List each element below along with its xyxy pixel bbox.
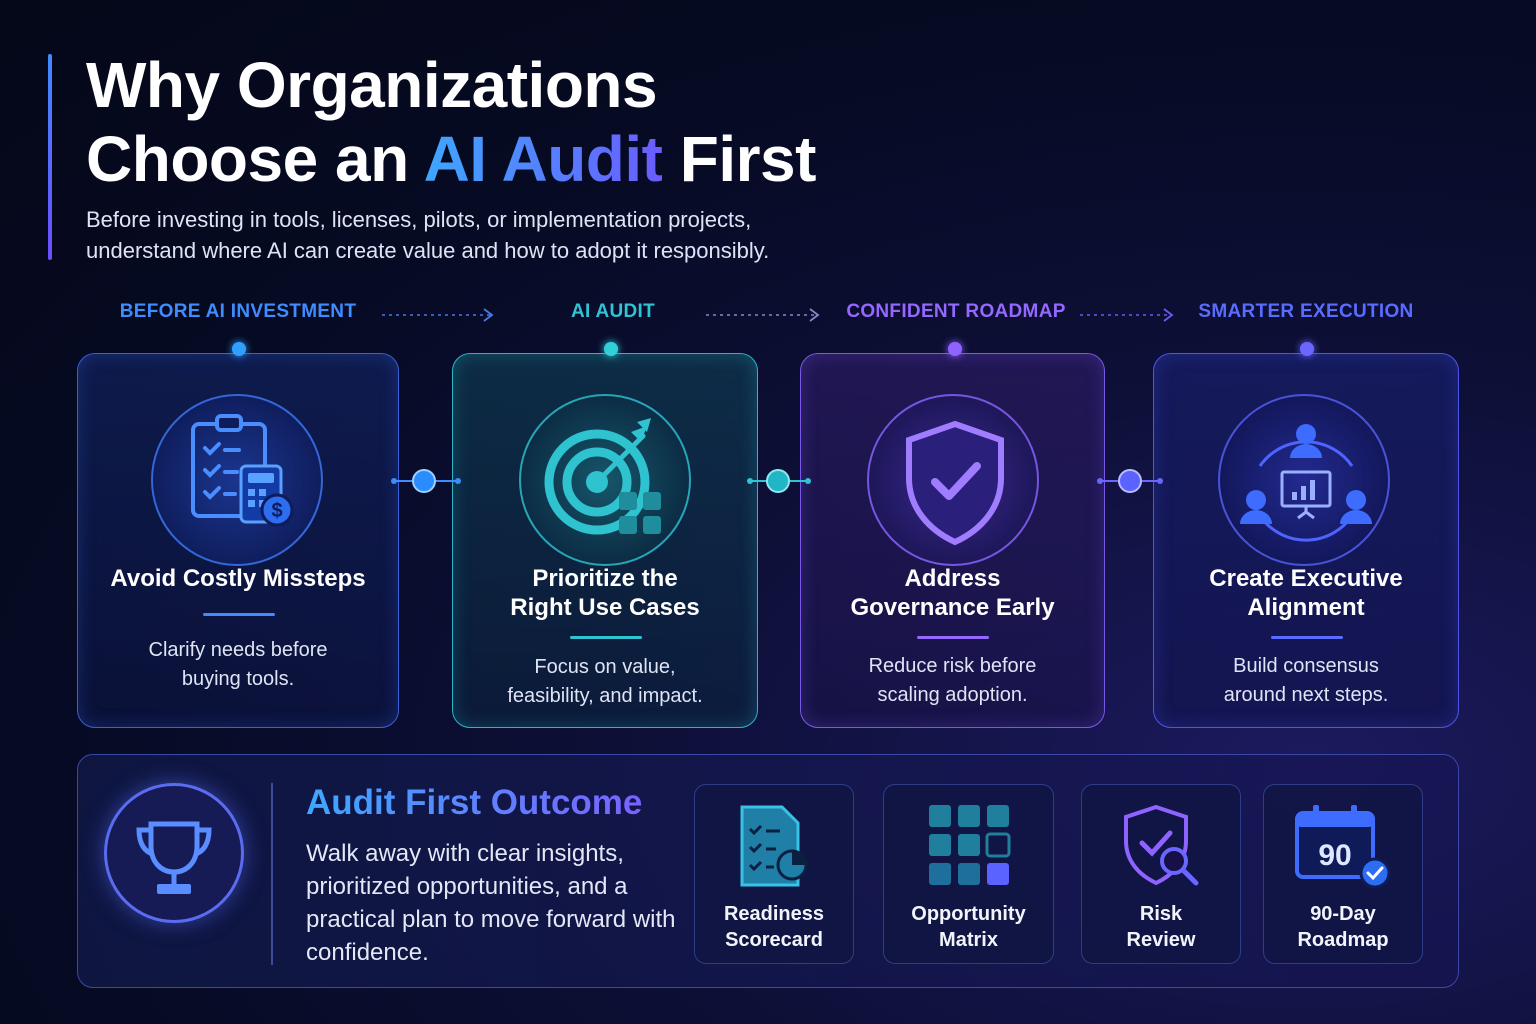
svg-text:$: $ <box>271 500 282 522</box>
card-desc-line2: around next steps. <box>1223 684 1389 706</box>
title-line2-prefix: Choose an <box>86 123 409 195</box>
card-divider <box>917 636 989 639</box>
title-accent-bar <box>48 54 52 260</box>
card-connector-2 <box>747 469 811 493</box>
clipboard-calculator-icon: $ <box>191 414 294 527</box>
deliverable-label-line1: Opportunity <box>911 903 1026 925</box>
shield-magnifier-icon <box>1124 804 1199 886</box>
deliverable-label-line1: 90-Day <box>1310 903 1376 925</box>
stage-dot <box>948 342 962 356</box>
grid-matrix-icon <box>928 805 1010 885</box>
stage-label-ai-audit: AI AUDIT <box>570 301 656 322</box>
card-title-line1: Avoid Costly Missteps <box>110 565 366 592</box>
card-description: Clarify needs before buying tools. <box>78 636 398 694</box>
deliverable-label-line2: Roadmap <box>1297 929 1389 951</box>
card-divider <box>203 613 275 616</box>
shield-check-icon <box>906 420 1004 546</box>
stage-dot <box>232 342 246 356</box>
stage-label-confident-roadmap: CONFIDENT ROADMAP <box>846 301 1066 322</box>
card-divider <box>570 636 642 639</box>
title-line1: Why Organizations <box>86 49 658 121</box>
team-presentation-icon <box>1240 424 1372 542</box>
card-divider <box>1271 636 1343 639</box>
page-title: Why Organizations Choose an AI Audit Fir… <box>86 48 816 196</box>
card-title-line1: Address <box>904 565 1001 592</box>
calendar-number: 90 <box>1318 839 1351 872</box>
card-desc-line1: Build consensus <box>1233 655 1379 677</box>
card-avoid-costly-missteps: $ Avoid Costly Missteps Clarify needs be… <box>77 342 399 728</box>
subtitle-line1: Before investing in tools, licenses, pil… <box>86 207 752 232</box>
icon-circle <box>1218 394 1390 566</box>
deliverable-label-line1: Risk <box>1139 903 1183 925</box>
card-description: Reduce risk before scaling adoption. <box>801 652 1104 710</box>
card-executive-alignment: Create Executive Alignment Build consens… <box>1153 342 1459 728</box>
subtitle-line2: understand where AI can create value and… <box>86 238 770 263</box>
card-connector-1 <box>391 469 461 493</box>
outcome-title: Audit First Outcome <box>306 783 643 822</box>
card-title-line2: Governance Early <box>850 594 1055 621</box>
card-prioritize-use-cases: Prioritize the Right Use Cases Focus on … <box>452 342 758 728</box>
arrow-head-icon <box>1163 308 1174 322</box>
card-desc-line1: Focus on value, <box>534 656 676 678</box>
stage-label-smarter-execution: SMARTER EXECUTION <box>1198 301 1414 322</box>
scorecard-document-icon <box>740 805 808 887</box>
outcome-divider <box>271 783 273 965</box>
target-grid-icon <box>544 418 661 535</box>
card-title: Prioritize the Right Use Cases <box>453 564 757 622</box>
card-title: Avoid Costly Missteps <box>78 564 398 593</box>
trophy-icon <box>136 821 212 894</box>
deliverable-opportunity-matrix: Opportunity Matrix <box>883 784 1054 964</box>
icon-circle: $ <box>151 394 323 566</box>
card-desc-line1: Reduce risk before <box>868 655 1037 677</box>
card-desc-line2: feasibility, and impact. <box>507 685 703 707</box>
card-title-line2: Right Use Cases <box>510 594 700 621</box>
trophy-badge <box>104 783 244 923</box>
arrow-head-icon <box>483 308 494 322</box>
arrow-head-icon <box>809 308 820 322</box>
icon-circle <box>519 394 691 566</box>
card-desc-line2: buying tools. <box>181 668 295 690</box>
deliverable-label-line2: Scorecard <box>725 929 823 951</box>
deliverable-label-line1: Readiness <box>723 903 825 925</box>
deliverable-label: Readiness Scorecard <box>695 901 853 953</box>
card-title-line1: Create Executive <box>1209 565 1403 592</box>
stage-dot <box>1300 342 1314 356</box>
stage-flow-arrows <box>382 308 1174 322</box>
deliverable-label: Risk Review <box>1082 901 1240 953</box>
deliverable-label-line2: Matrix <box>939 929 998 951</box>
deliverable-label: 90-Day Roadmap <box>1264 901 1422 953</box>
deliverable-label-line2: Review <box>1126 929 1196 951</box>
card-desc-line1: Clarify needs before <box>148 639 328 661</box>
page-subtitle: Before investing in tools, licenses, pil… <box>86 204 986 266</box>
deliverable-risk-review: Risk Review <box>1081 784 1241 964</box>
outcome-description: Walk away with clear insights, prioritiz… <box>306 840 676 966</box>
stage-label-before-ai-investment: BEFORE AI INVESTMENT <box>119 301 357 322</box>
card-address-governance: Address Governance Early Reduce risk bef… <box>800 342 1105 728</box>
deliverable-90-day-roadmap: 90 90-Day Roadmap <box>1263 784 1423 964</box>
audit-first-outcome-panel: Audit First Outcome Walk away with clear… <box>77 754 1459 988</box>
title-highlight: AI Audit <box>423 123 663 195</box>
card-title-line2: Alignment <box>1247 594 1365 621</box>
deliverable-label: Opportunity Matrix <box>884 901 1053 953</box>
card-title: Address Governance Early <box>801 564 1104 622</box>
stage-dot <box>604 342 618 356</box>
calendar-check-icon: 90 <box>1295 805 1391 889</box>
card-description: Focus on value, feasibility, and impact. <box>453 653 757 711</box>
title-line2-suffix: First <box>679 123 817 195</box>
icon-circle <box>867 394 1039 566</box>
card-description: Build consensus around next steps. <box>1154 652 1458 710</box>
deliverable-readiness-scorecard: Readiness Scorecard <box>694 784 854 964</box>
card-title: Create Executive Alignment <box>1154 564 1458 622</box>
card-title-line1: Prioritize the <box>532 565 678 592</box>
card-connector-3 <box>1097 469 1163 493</box>
card-desc-line2: scaling adoption. <box>877 684 1028 706</box>
